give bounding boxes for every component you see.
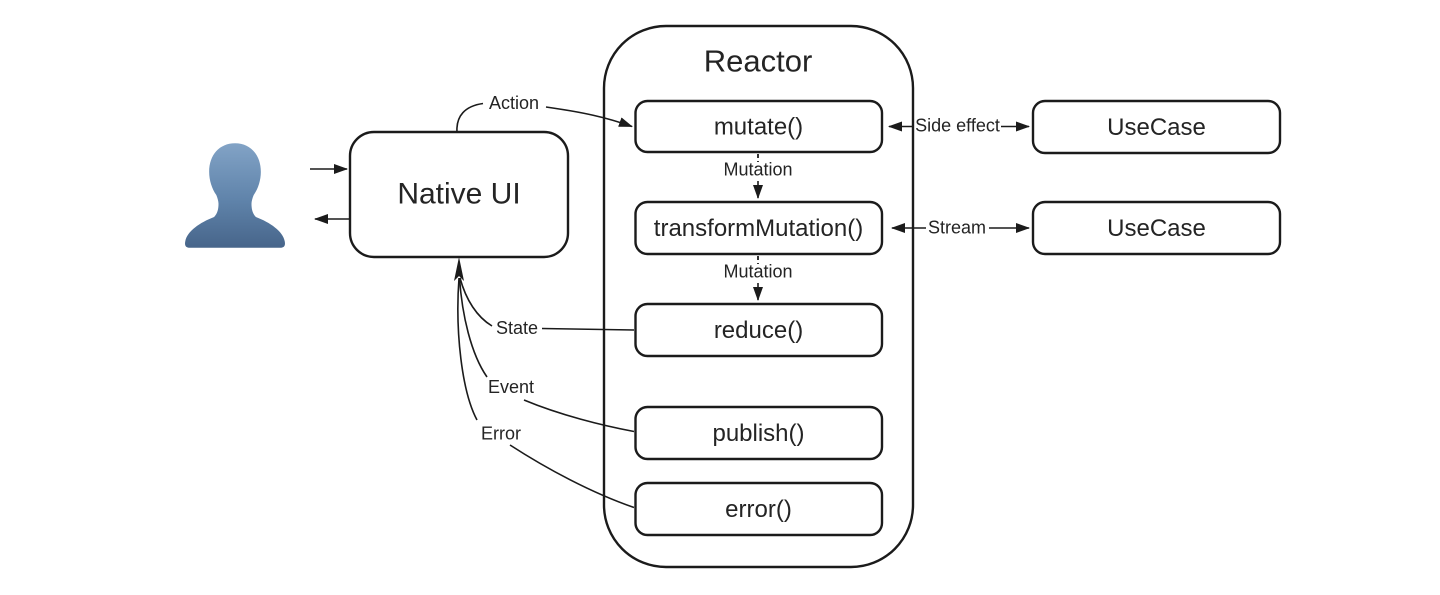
event-curve-from-publish — [523, 399, 635, 433]
usecase-top-box — [1031, 99, 1282, 155]
usecase-bottom-label: UseCase — [1107, 215, 1206, 242]
transform-mutation-box — [634, 200, 884, 256]
error-curve-from-error-box — [509, 444, 635, 509]
state-edge-label: State — [496, 318, 538, 338]
native-ui-label: Native UI — [397, 178, 520, 211]
mutation-top-edge-label: Mutation — [723, 160, 792, 180]
publish-box — [634, 405, 884, 461]
error-box — [634, 481, 884, 537]
side-effect-edge-label: Side effect — [915, 116, 1000, 136]
event-curve-to-native-ui — [458, 277, 488, 378]
user-silhouette-icon — [185, 143, 285, 248]
state-curve-to-native-ui — [459, 277, 493, 327]
mutate-box — [634, 99, 884, 154]
error-curve-to-native-ui — [457, 277, 478, 421]
reduce-label: reduce() — [714, 317, 803, 344]
state-line-from-reduce — [541, 327, 635, 331]
event-edge-label: Event — [488, 377, 534, 397]
transform-mutation-label: transformMutation() — [654, 215, 863, 242]
reduce-box — [634, 302, 884, 358]
native-ui-converge-arrowhead — [454, 257, 464, 281]
mutate-label: mutate() — [714, 114, 803, 141]
reactor-title: Reactor — [704, 44, 813, 79]
action-curve-to-mutate — [545, 106, 633, 128]
stream-edge-label: Stream — [928, 218, 986, 238]
error-method-label: error() — [725, 496, 792, 523]
action-edge-label: Action — [489, 93, 539, 113]
action-curve-from-native-ui — [456, 102, 484, 133]
publish-label: publish() — [712, 420, 804, 447]
mutation-bottom-edge-label: Mutation — [723, 262, 792, 282]
usecase-top-label: UseCase — [1107, 114, 1206, 141]
error-edge-label: Error — [481, 424, 521, 444]
usecase-bottom-box — [1031, 200, 1282, 256]
